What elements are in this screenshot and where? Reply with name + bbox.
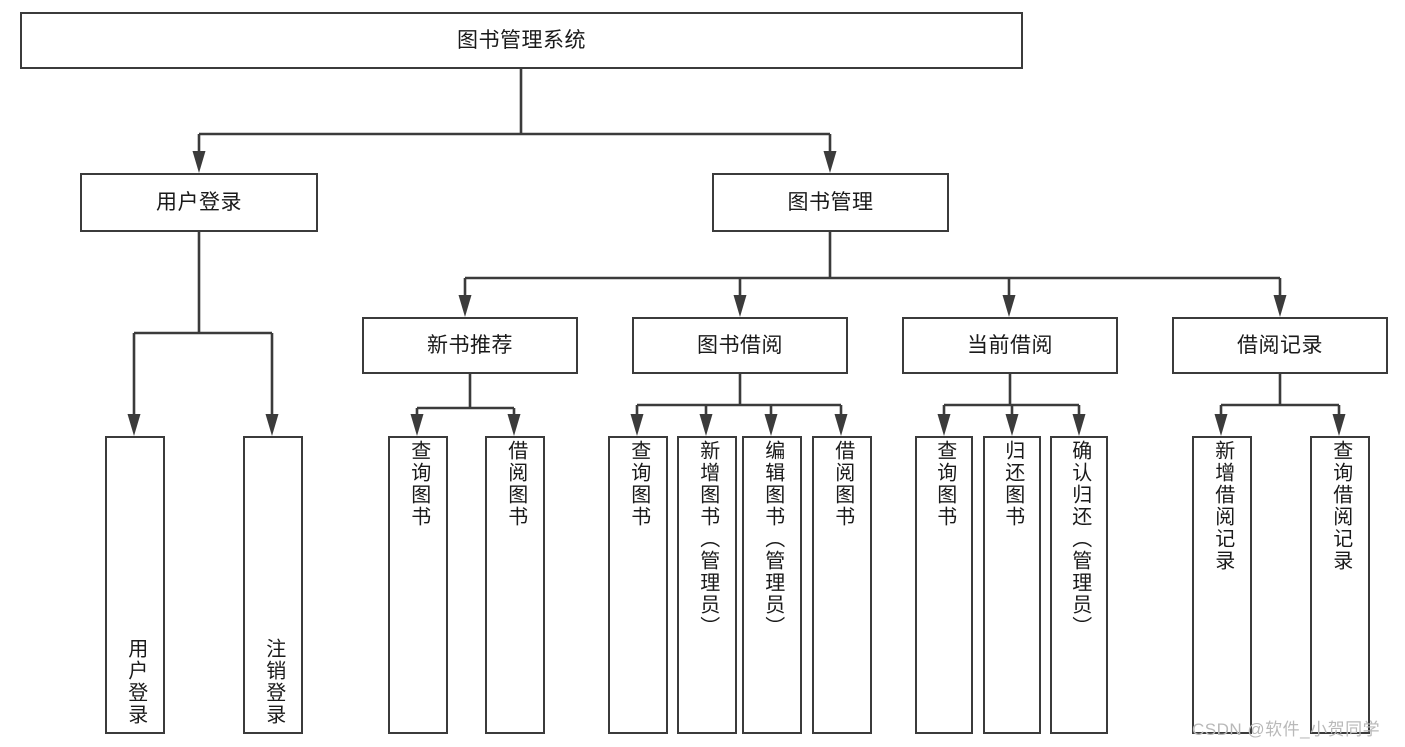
- arrowhead: [1214, 414, 1228, 436]
- node-leaf-add-record[interactable]: 新增借阅记录: [1192, 436, 1252, 734]
- csdn-watermark: CSDN @软件_小贺同学: [1192, 720, 1381, 739]
- node-label-leaf-return-book: 归还图书: [1001, 440, 1024, 528]
- connector-borrow-record-to-leaves: [1214, 374, 1346, 436]
- node-leaf-edit-book[interactable]: 编辑图书（管理员）: [742, 436, 802, 734]
- connector-user-login-to-leaves: [127, 232, 279, 436]
- node-label-leaf-query-book-3: 查询图书: [933, 440, 956, 528]
- arrowhead: [1005, 414, 1019, 436]
- arrowhead: [630, 414, 644, 436]
- node-label-new-book-rec: 新书推荐: [427, 333, 513, 357]
- node-current-borrow[interactable]: 当前借阅: [902, 317, 1118, 374]
- node-label-leaf-add-book: 新增图书（管理员）: [696, 440, 719, 638]
- node-leaf-borrow-book-2[interactable]: 借阅图书: [812, 436, 872, 734]
- connector-book-manage-to-level3: [458, 232, 1287, 317]
- node-leaf-query-record[interactable]: 查询借阅记录: [1310, 436, 1370, 734]
- connector-root-to-level2: [192, 69, 837, 173]
- node-label-leaf-confirm-return: 确认归还（管理员）: [1068, 440, 1091, 638]
- node-label-user-login: 用户登录: [156, 190, 242, 214]
- node-label-leaf-add-record: 新增借阅记录: [1211, 440, 1234, 572]
- node-label-borrow-record: 借阅记录: [1237, 333, 1323, 357]
- node-label-book-borrow: 图书借阅: [697, 333, 783, 357]
- arrowhead: [823, 151, 837, 173]
- arrowhead: [1072, 414, 1086, 436]
- arrowhead: [1332, 414, 1346, 436]
- node-label-leaf-edit-book: 编辑图书（管理员）: [761, 440, 784, 638]
- node-label-leaf-query-record: 查询借阅记录: [1329, 440, 1352, 572]
- node-leaf-query-book-2[interactable]: 查询图书: [608, 436, 668, 734]
- connector-book-borrow-to-leaves: [630, 374, 848, 436]
- node-leaf-confirm-return[interactable]: 确认归还（管理员）: [1050, 436, 1108, 734]
- arrowhead: [127, 414, 141, 436]
- arrowhead: [764, 414, 778, 436]
- arrowhead: [1002, 295, 1016, 317]
- node-label-leaf-logout-login: 注销登录: [262, 638, 285, 726]
- node-user-login[interactable]: 用户登录: [80, 173, 318, 232]
- node-book-manage[interactable]: 图书管理: [712, 173, 949, 232]
- node-leaf-return-book[interactable]: 归还图书: [983, 436, 1041, 734]
- arrowhead: [458, 295, 472, 317]
- arrowhead: [699, 414, 713, 436]
- node-leaf-user-login[interactable]: 用户登录: [105, 436, 165, 734]
- node-book-borrow[interactable]: 图书借阅: [632, 317, 848, 374]
- node-label-leaf-query-book-1: 查询图书: [407, 440, 430, 528]
- arrowhead: [410, 414, 424, 436]
- node-leaf-logout-login[interactable]: 注销登录: [243, 436, 303, 734]
- node-label-leaf-borrow-book-1: 借阅图书: [504, 440, 527, 528]
- node-leaf-add-book[interactable]: 新增图书（管理员）: [677, 436, 737, 734]
- node-label-current-borrow: 当前借阅: [967, 333, 1053, 357]
- connector-current-borrow-to-leaves: [937, 374, 1086, 436]
- node-label-leaf-query-book-2: 查询图书: [627, 440, 650, 528]
- connector-new-book-rec-to-leaves: [410, 374, 521, 436]
- arrowhead: [937, 414, 951, 436]
- node-leaf-borrow-book-1[interactable]: 借阅图书: [485, 436, 545, 734]
- node-leaf-query-book-3[interactable]: 查询图书: [915, 436, 973, 734]
- arrowhead: [507, 414, 521, 436]
- node-label-leaf-user-login: 用户登录: [124, 638, 147, 726]
- node-label-leaf-borrow-book-2: 借阅图书: [831, 440, 854, 528]
- node-borrow-record[interactable]: 借阅记录: [1172, 317, 1388, 374]
- node-root[interactable]: 图书管理系统: [20, 12, 1023, 69]
- arrowhead: [192, 151, 206, 173]
- arrowhead: [1273, 295, 1287, 317]
- arrowhead: [733, 295, 747, 317]
- node-leaf-query-book-1[interactable]: 查询图书: [388, 436, 448, 734]
- node-label-root: 图书管理系统: [457, 28, 586, 52]
- node-label-book-manage: 图书管理: [787, 190, 874, 214]
- node-new-book-rec[interactable]: 新书推荐: [362, 317, 578, 374]
- arrowhead: [834, 414, 848, 436]
- arrowhead: [265, 414, 279, 436]
